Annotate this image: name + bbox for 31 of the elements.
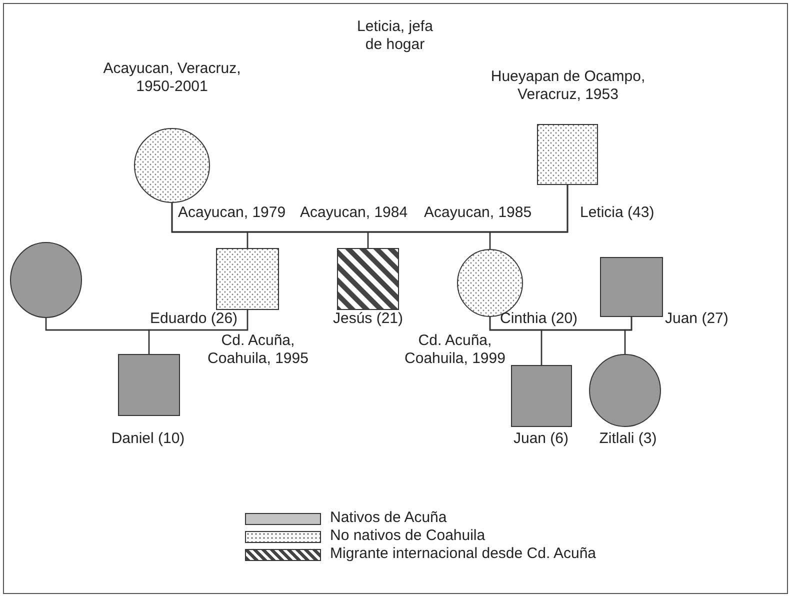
place-year-label: Acayucan, 1985 (424, 204, 533, 222)
male-symbol (118, 354, 180, 416)
person-label: Cd. Acuña, Coahuila, 1999 (404, 332, 506, 368)
female-symbol (134, 128, 210, 203)
place-year-label: Acayucan, 1984 (300, 204, 409, 222)
male-symbol (216, 248, 279, 310)
person-label: Cinthia (20) (500, 310, 579, 328)
person-label: Daniel (10) (110, 430, 186, 448)
person-label: Cd. Acuña, Coahuila, 1995 (206, 332, 310, 368)
person-label: Acayucan, Veracruz, 1950-2001 (102, 60, 242, 96)
pedigree-line (489, 185, 568, 249)
person-label: Hueyapan de Ocampo, Veracruz, 1953 (490, 68, 646, 104)
legend-text: No nativos de Coahuila (330, 527, 486, 545)
male-symbol (337, 248, 399, 310)
pedigree-line (624, 317, 632, 354)
male-symbol (537, 124, 598, 185)
legend-text: Nativos de Acuña (330, 509, 448, 527)
household-head-label: Leticia, jefa de hogar (356, 18, 434, 54)
person-label: Juan (27) (665, 310, 730, 328)
legend-text: Migrante internacional desde Cd. Acuña (330, 545, 598, 563)
person-label: Eduardo (26) (150, 310, 239, 328)
person-label: Jesús (21) (332, 310, 404, 328)
male-symbol (600, 257, 663, 317)
person-label: Leticia (43) (580, 204, 656, 222)
place-year-label: Acayucan, 1979 (178, 204, 287, 222)
female-symbol (589, 354, 661, 427)
person-label: Juan (6) (512, 430, 570, 448)
person-label: Zitlali (3) (598, 430, 658, 448)
male-symbol (511, 365, 572, 427)
female-symbol (10, 242, 82, 318)
pedigree-line (148, 310, 248, 354)
